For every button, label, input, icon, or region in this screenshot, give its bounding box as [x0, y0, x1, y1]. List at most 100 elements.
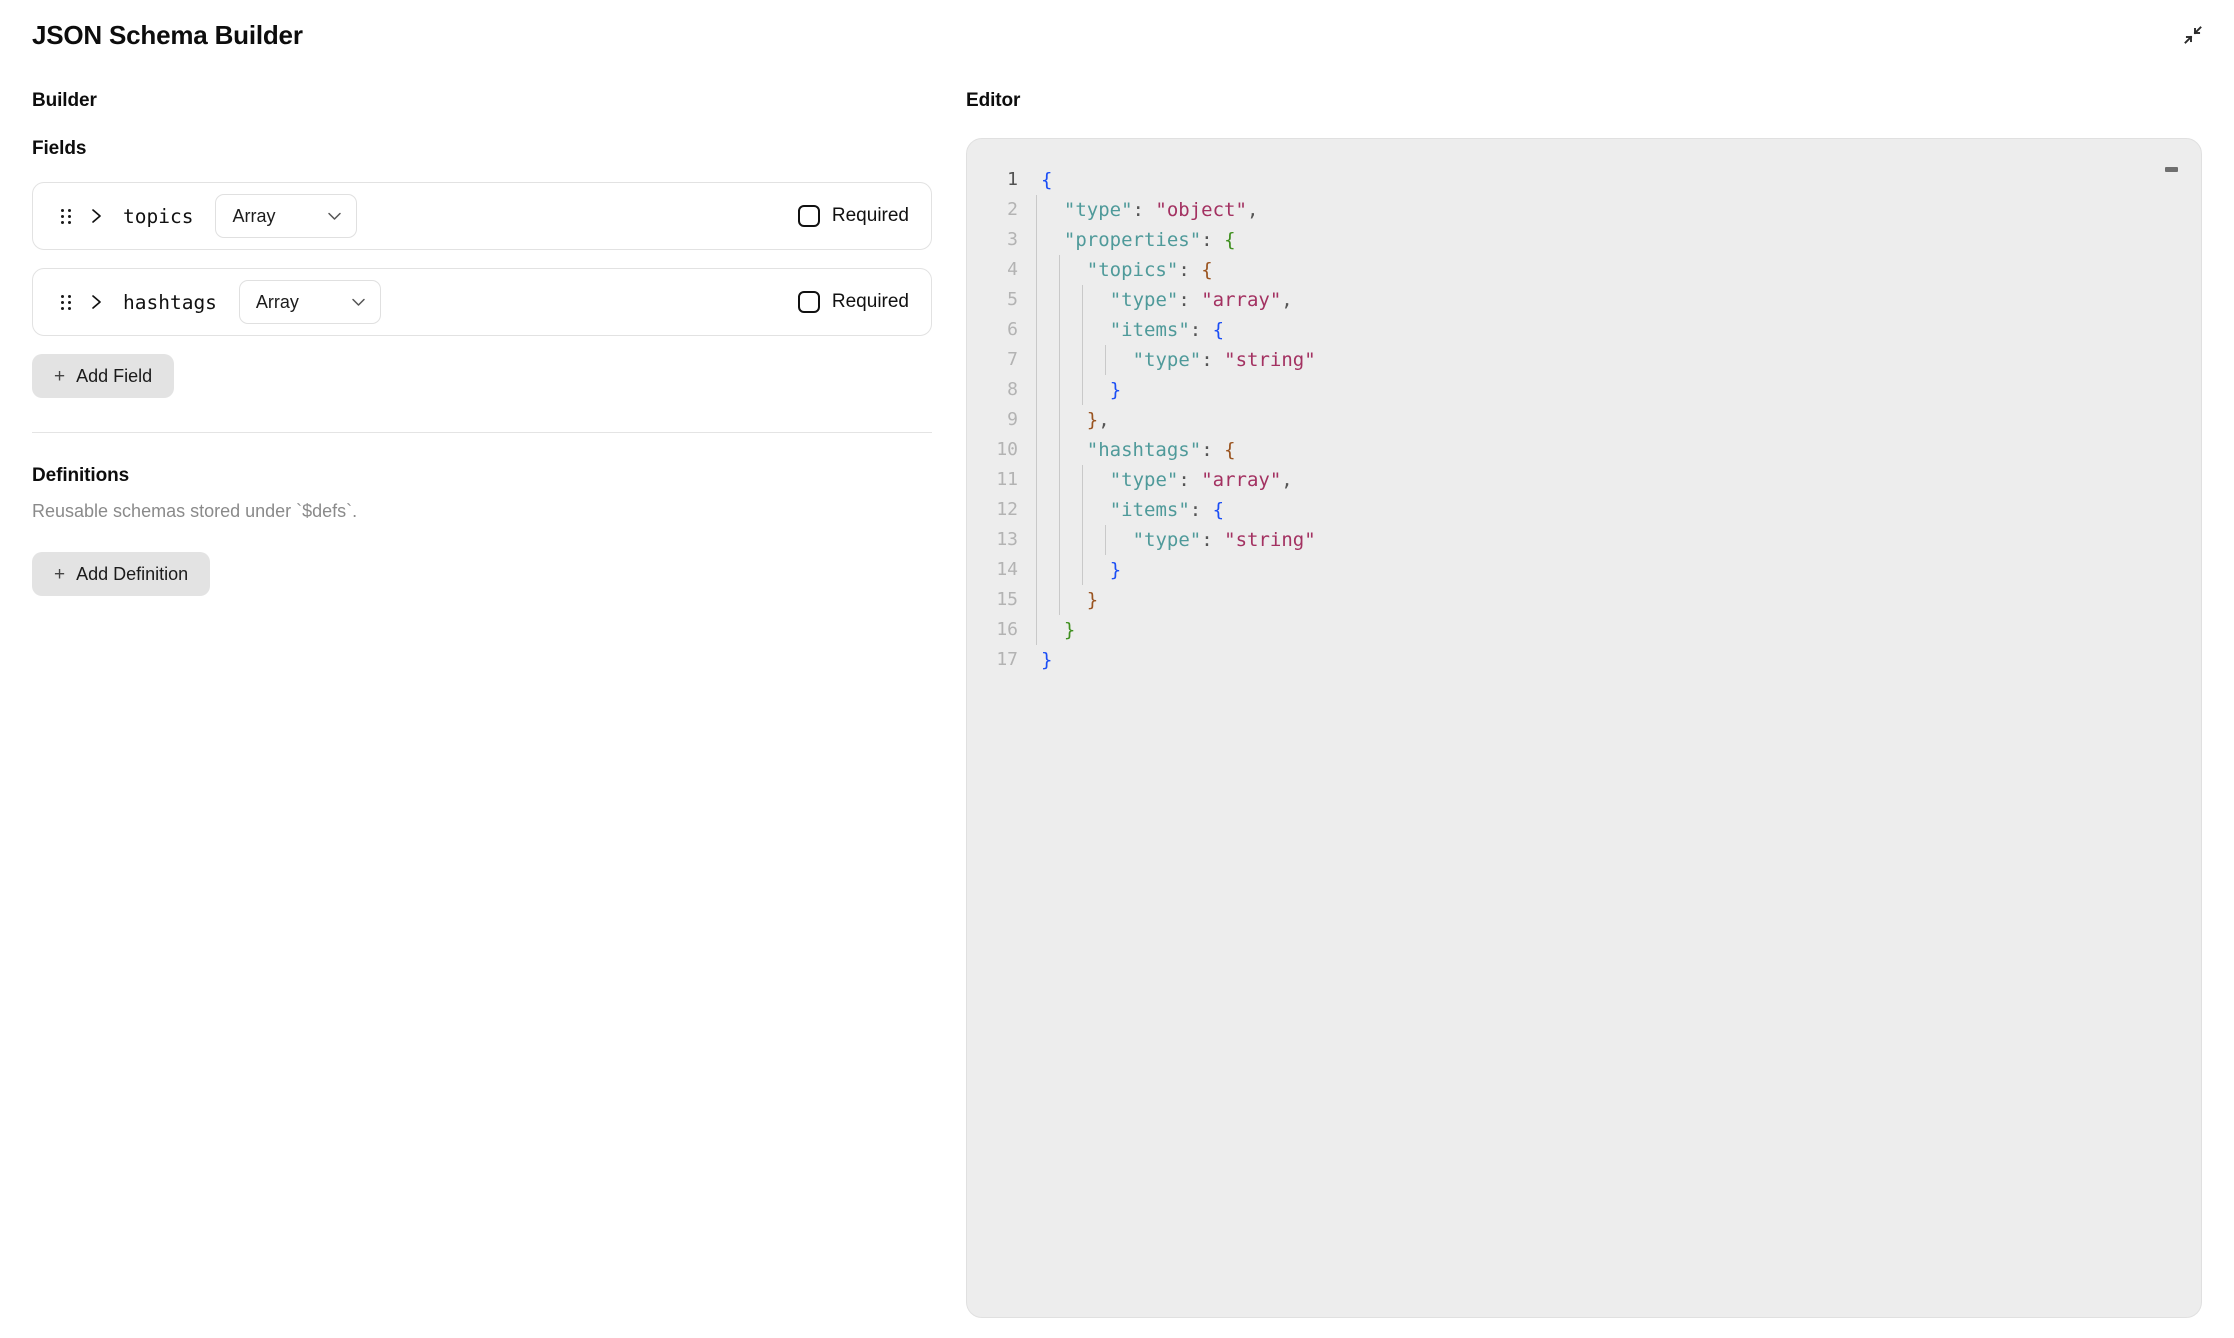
code-token: : [1201, 439, 1225, 461]
code-token: "type" [1132, 349, 1202, 371]
code-token: : [1201, 529, 1225, 551]
definitions-description: Reusable schemas stored under `$defs`. [32, 501, 358, 521]
code-line-content: "type": "string" [1035, 345, 2201, 375]
chevron-down-icon [352, 298, 365, 306]
indent-guide [1036, 585, 1037, 615]
code-line: 16} [967, 615, 2201, 645]
required-checkbox[interactable] [797, 291, 820, 313]
section-divider [32, 432, 932, 433]
chevron-right-icon[interactable] [79, 293, 113, 311]
indent-guide [1036, 435, 1037, 465]
indent-guide [1036, 555, 1037, 585]
collapse-arrows-icon[interactable] [2178, 20, 2208, 50]
page-title: JSON Schema Builder [32, 19, 303, 50]
field-type-select[interactable]: Array [215, 194, 358, 238]
code-line: 6 "items": { [967, 315, 2201, 345]
required-checkbox-group[interactable]: Required [797, 205, 909, 227]
chevron-down-icon [328, 212, 342, 220]
add-field-label: Add Field [76, 365, 153, 386]
indent-guide [1036, 405, 1037, 435]
field-row: hashtags Array Required [32, 268, 932, 336]
json-code-area[interactable]: 1{2"type": "object",3"properties": {4"to… [967, 165, 2201, 675]
code-token: : [1178, 259, 1202, 281]
code-tokens: } [1041, 649, 1052, 671]
code-tokens: "type": "array", [1041, 289, 1293, 311]
code-token: , [1246, 199, 1259, 221]
add-definition-button[interactable]: + Add Definition [32, 552, 211, 596]
required-label: Required [831, 291, 909, 312]
builder-heading: Builder [32, 90, 97, 111]
editor-heading: Editor [966, 90, 1021, 111]
required-checkbox[interactable] [797, 205, 820, 227]
collapse-arrows-glyph [2184, 26, 2202, 44]
code-token: : [1189, 499, 1213, 521]
code-token: "string" [1224, 349, 1316, 371]
code-token: { [1224, 229, 1236, 251]
code-tokens: } [1041, 559, 1121, 581]
code-token: "properties" [1063, 229, 1202, 251]
code-line-content: } [1035, 645, 2201, 675]
code-token: } [1063, 619, 1076, 641]
dash-glyph [2164, 166, 2178, 172]
json-editor-panel[interactable]: 1{2"type": "object",3"properties": {4"to… [966, 138, 2202, 1318]
indent-guide [1036, 345, 1037, 375]
plus-icon: + [54, 365, 66, 387]
code-line: 14} [967, 555, 2201, 585]
indent-guide [1036, 315, 1037, 345]
code-line-content: "type": "array", [1035, 285, 2201, 315]
code-tokens: } [1041, 619, 1075, 641]
code-token: : [1178, 469, 1202, 491]
code-line-content: "properties": { [1035, 225, 2201, 255]
field-type-select[interactable]: Array [238, 280, 381, 324]
code-token: "array" [1201, 289, 1282, 311]
field-row-left: topics Array [53, 194, 778, 238]
field-type-value: Array [255, 291, 299, 312]
code-line: 8} [967, 375, 2201, 405]
add-field-button[interactable]: + Add Field [32, 354, 175, 398]
builder-column: Builder Fields topics Array [32, 90, 932, 596]
code-line-content: } [1035, 585, 2201, 615]
code-line-content: "type": "object", [1035, 195, 2201, 225]
line-number: 7 [1007, 349, 1018, 370]
code-tokens: "type": "object", [1041, 199, 1259, 221]
code-tokens: "type": "array", [1041, 469, 1293, 491]
chevron-right-glyph [91, 209, 101, 223]
code-line-content: }, [1035, 405, 2201, 435]
code-tokens: } [1041, 589, 1098, 611]
line-number: 8 [1007, 379, 1018, 400]
code-tokens: } [1041, 379, 1121, 401]
code-tokens: { [1041, 169, 1052, 191]
code-line: 17} [967, 645, 2201, 675]
line-number: 11 [996, 469, 1018, 490]
code-line-content: "type": "string" [1035, 525, 2201, 555]
minimize-dash-icon[interactable] [2159, 157, 2183, 181]
drag-handle-icon[interactable] [53, 294, 79, 310]
code-token: } [1086, 589, 1099, 611]
drag-handle-icon[interactable] [53, 208, 79, 224]
definitions-heading: Definitions [32, 465, 130, 486]
indent-guide [1036, 195, 1037, 225]
field-name-label: hashtags [123, 290, 217, 314]
line-number: 16 [996, 619, 1018, 640]
code-line-content: } [1035, 375, 2201, 405]
indent-guide [1036, 495, 1037, 525]
chevron-right-icon[interactable] [79, 207, 113, 225]
fields-section-label: Fields [32, 138, 87, 159]
required-checkbox-group[interactable]: Required [797, 291, 909, 313]
line-number: 6 [1007, 319, 1018, 340]
line-number: 4 [1007, 259, 1018, 280]
code-tokens: "hashtags": { [1041, 439, 1236, 461]
line-number: 3 [1007, 229, 1018, 250]
fields-list: topics Array Required [32, 182, 932, 336]
code-token: "type" [1109, 469, 1179, 491]
main-columns: Builder Fields topics Array [0, 70, 2234, 1318]
code-token: "array" [1201, 469, 1282, 491]
code-tokens: "items": { [1041, 319, 1224, 341]
plus-icon: + [54, 563, 66, 585]
code-token: , [1098, 409, 1110, 431]
code-line: 15} [967, 585, 2201, 615]
code-token: { [1224, 439, 1236, 461]
code-line: 13"type": "string" [967, 525, 2201, 555]
code-line: 7 "type": "string" [967, 345, 2201, 375]
code-token: : [1189, 319, 1213, 341]
